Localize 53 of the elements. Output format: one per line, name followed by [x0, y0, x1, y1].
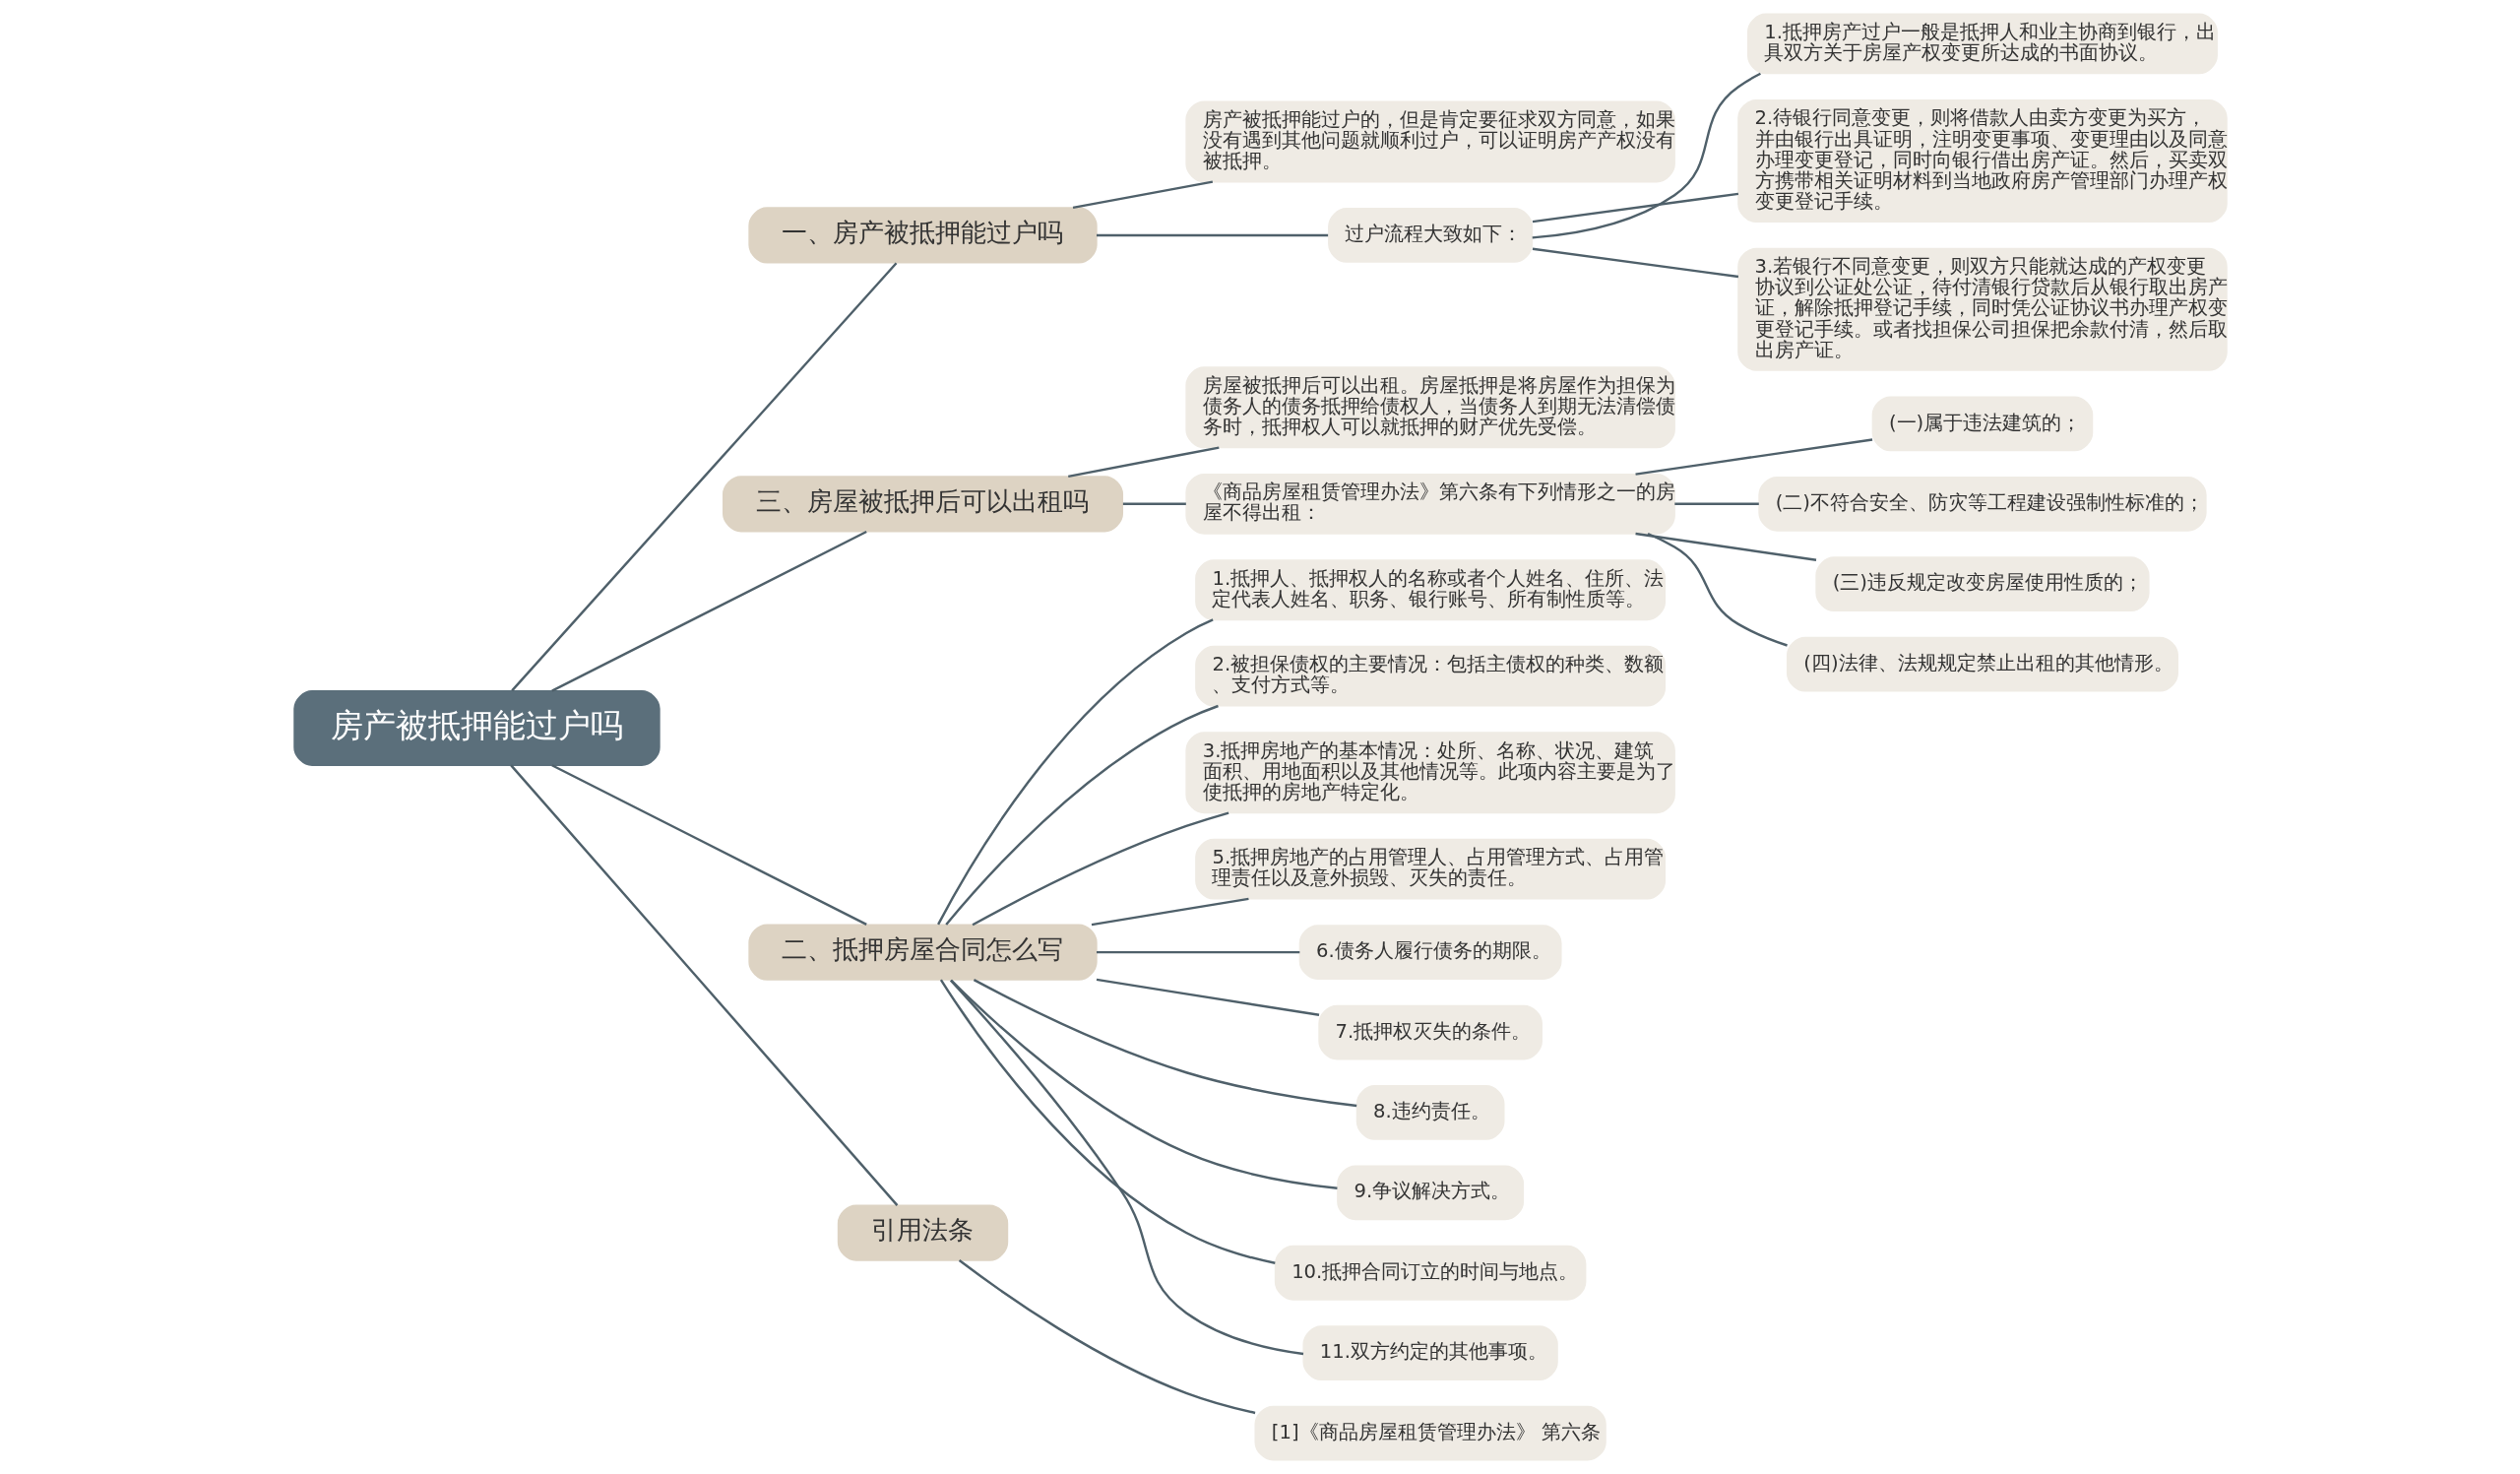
node-box: 一、房产被抵押能过户吗	[747, 207, 1098, 264]
connector	[1532, 247, 1738, 279]
connector	[550, 764, 867, 926]
connector	[1122, 502, 1186, 505]
node-box: 7.抵押权灭失的条件。	[1317, 1004, 1543, 1060]
node-box: 三、房屋被抵押后可以出租吗	[722, 476, 1123, 533]
connector	[1091, 897, 1249, 927]
node-box: 9.争议解决方式。	[1336, 1165, 1524, 1221]
node-box: (一)属于违法建筑的；	[1871, 396, 2093, 452]
node-box: 引用法条	[837, 1204, 1008, 1261]
node-box: 房屋被抵押后可以出租。房屋抵押是将房屋作为担保为债务人的债务抵押给债权人，当债务人到期无法清偿债务时，抵押权人可以就抵押的财产优先受偿。	[1184, 366, 1675, 449]
node-box: (二)不符合安全、防灾等工程建设强制性标准的；	[1757, 476, 2207, 532]
connector	[1647, 532, 1788, 647]
connector	[509, 764, 898, 1206]
connector	[1634, 438, 1872, 476]
node-box: 2.待银行同意变更，则将借款人由卖方变更为买方，并由银行出具证明，注明变更事项、变更理由以及同意办理变更登记，同时向银行借出房产证。然后，买卖双方携带相关证明材料到当地政府房产管理部门办理产权变更登记手续。	[1736, 98, 2228, 224]
connector	[1634, 532, 1816, 561]
node-box: 2.被担保债权的主要情况：包括主债权的种类、数额、支付方式等。	[1194, 645, 1666, 707]
node-box: [1]《商品房屋租赁管理办法》 第六条	[1253, 1405, 1606, 1461]
connector	[958, 1259, 1255, 1415]
connector	[1067, 446, 1220, 479]
connector	[973, 979, 1356, 1108]
connector	[1096, 978, 1319, 1016]
node-box: 《商品房屋租赁管理办法》第六条有下列情形之一的房屋不得出租：	[1184, 473, 1675, 535]
connector	[550, 530, 867, 692]
node-box: 1.抵押人、抵押权人的名称或者个人姓名、住所、法定代表人姓名、职务、银行账号、所有制性质等。	[1194, 559, 1666, 621]
connector	[936, 618, 1214, 926]
connector	[1096, 950, 1299, 954]
connector	[939, 979, 1276, 1264]
connector	[949, 979, 1338, 1189]
node-box: (四)法律、法规规定禁止出租的其他情形。	[1786, 636, 2178, 692]
node-box: 3.若银行不同意变更，则双方只能就达成的产权变更协议到公证处公证，待付清银行贷款后从银行取出房产证，解除抵押登记手续，同时凭公证协议书办理产权变更登记手续。或者找担保公司担保把余款付清，然后取出房产证。	[1736, 247, 2228, 371]
connector	[1673, 502, 1759, 505]
node-box: 11.双方约定的其他事项。	[1301, 1325, 1558, 1381]
connector	[972, 811, 1228, 927]
node-box: 5.抵押房地产的占用管理人、占用管理方式、占用管理责任以及意外损毁、灭失的责任。	[1194, 838, 1666, 900]
connector	[944, 704, 1219, 926]
node-box: 6.债务人履行债务的期限。	[1298, 925, 1562, 980]
connector	[1072, 180, 1213, 210]
node-box: 房产被抵押能过户的，但是肯定要征求双方同意，如果没有遇到其他问题就顺利过户，可以证明房产产权没有被抵押。	[1184, 100, 1675, 183]
connector	[949, 979, 1303, 1356]
node-box: (三)违反规定改变房屋使用性质的；	[1814, 556, 2150, 612]
node-box: 8.违约责任。	[1355, 1085, 1504, 1140]
node-box: 二、抵押房屋合同怎么写	[747, 924, 1098, 981]
connector	[1532, 72, 1761, 239]
node-box: 房产被抵押能过户吗	[292, 690, 661, 766]
connector	[1096, 233, 1328, 237]
node-box: 1.抵押房产过户一般是抵押人和业主协商到银行，出具双方关于房屋产权变更所达成的书面协议。	[1746, 13, 2218, 75]
node-box: 过户流程大致如下：	[1327, 208, 1533, 263]
node-box: 3.抵押房地产的基本情况：处所、名称、状况、建筑面积、用地面积以及其他情况等。此项内容主要是为了使抵押的房地产特定化。	[1184, 732, 1675, 814]
connector	[510, 262, 897, 692]
node-box: 10.抵押合同订立的时间与地点。	[1274, 1245, 1586, 1301]
connector	[1532, 192, 1738, 224]
